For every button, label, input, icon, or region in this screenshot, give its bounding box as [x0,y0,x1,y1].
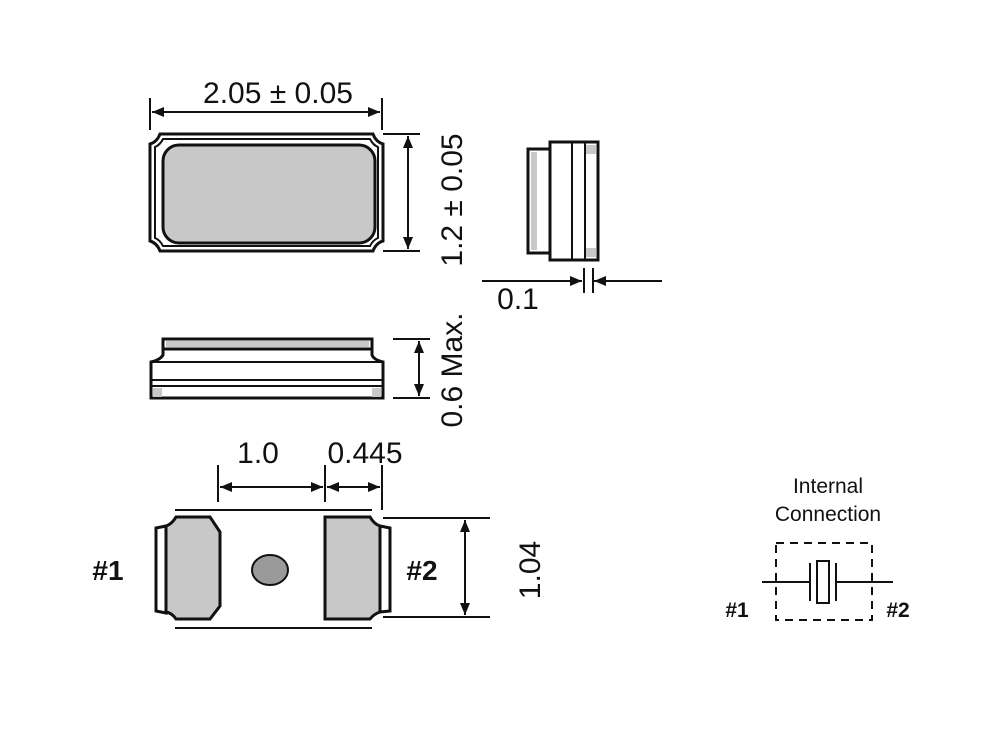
internal-pin2-label: #2 [886,599,909,622]
top-view: 2.05 ± 0.05 1.2 ± 0.05 [148,77,469,267]
terminal-dimension: 0.1 [497,283,539,316]
bottom-view: 1.0 0.445 1.04 #1 #2 [92,437,547,629]
crystal-resonator-icon [762,560,893,604]
internal-connection: Internal Connection #1 #2 [725,475,909,622]
height-dimension: 1.2 ± 0.05 [436,133,469,266]
front-view: 0.6 Max. [149,312,469,428]
pin2-label: #2 [406,555,437,586]
gap-dimension: 1.0 [237,437,279,470]
pin1-label: #1 [92,555,123,586]
pad-height-dimension: 1.04 [514,541,547,599]
internal-title-2: Connection [775,503,881,526]
pad-dimension: 0.445 [327,437,402,470]
width-dimension: 2.05 ± 0.05 [203,77,353,110]
internal-pin1-label: #1 [725,599,749,622]
internal-title-1: Internal [793,475,863,498]
side-view: 0.1 [482,140,662,316]
max-height-dimension: 0.6 Max. [436,312,469,427]
